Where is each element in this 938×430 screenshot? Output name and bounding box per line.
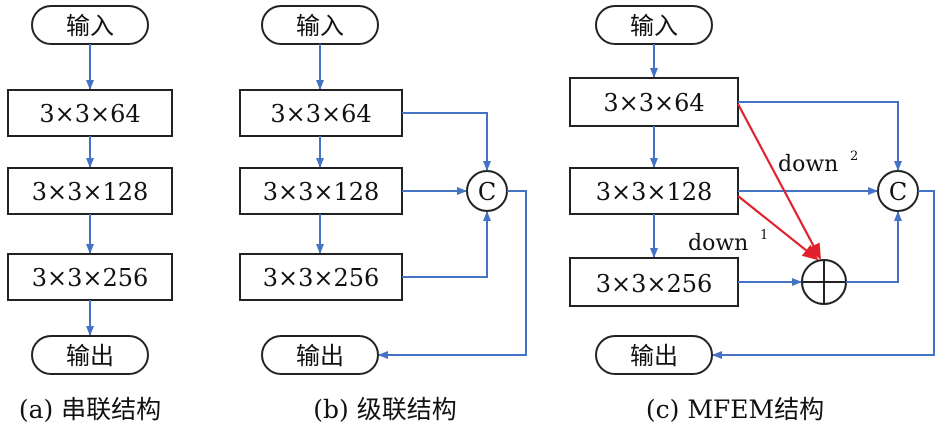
layer-label-b-128: 3×3×128: [263, 178, 380, 206]
arrow-b-64-to-c: [402, 112, 491, 171]
arrow-c-sum-to-c: [846, 211, 902, 283]
caption-a: (a) 串联结构: [19, 395, 161, 424]
output-node-b: [261, 335, 379, 375]
layer-box-c-128: [569, 167, 739, 215]
layer-box-a-256: [7, 253, 173, 301]
layer-label-a-256: 3×3×256: [32, 264, 149, 292]
caption-b: (b) 级联结构: [313, 395, 456, 424]
layer-label-c-128: 3×3×128: [596, 178, 713, 206]
layer-label-a-64: 3×3×64: [39, 100, 140, 128]
layer-box-b-256: [239, 253, 403, 301]
down2-arrow: [737, 103, 821, 260]
panel-b: 输入 3×3×64 3×3×128 3×3×256 C 输出 (b) 级联结构: [239, 5, 527, 424]
concat-label-c: C: [889, 178, 907, 206]
down1-label: down: [688, 231, 748, 256]
output-node-c: [595, 335, 713, 375]
layer-box-a-64: [7, 89, 173, 137]
down1-arrow: [737, 195, 819, 261]
caption-c: (c) MFEM结构: [646, 395, 824, 424]
arrow-b-c-to-output: [378, 190, 527, 359]
input-label-b: 输入: [296, 12, 344, 40]
layer-label-c-64: 3×3×64: [603, 89, 704, 117]
layer-label-b-256: 3×3×256: [263, 264, 380, 292]
panel-c: 输入 3×3×64 3×3×128 3×3×256 C down 2: [569, 5, 935, 424]
output-label-b: 输出: [296, 342, 344, 370]
down2-superscript: 2: [850, 149, 858, 164]
output-node-a: [31, 335, 149, 375]
layer-label-b-64: 3×3×64: [270, 100, 371, 128]
layer-label-a-128: 3×3×128: [32, 178, 149, 206]
arrow-b-256-to-c: [402, 211, 491, 278]
panel-a: 输入 3×3×64 3×3×128 3×3×256 输出 (a) 串联结构: [7, 5, 173, 424]
arrow-c-64-to-c: [738, 101, 902, 171]
down1-superscript: 1: [760, 228, 768, 243]
input-label-c: 输入: [630, 12, 678, 40]
arrow-c-c-to-output: [712, 190, 935, 359]
output-label-c: 输出: [630, 342, 678, 370]
concat-label-b: C: [478, 178, 496, 206]
down2-label: down: [778, 152, 838, 177]
input-label-a: 输入: [66, 12, 114, 40]
layer-label-c-256: 3×3×256: [596, 270, 713, 298]
output-label-a: 输出: [66, 342, 114, 370]
